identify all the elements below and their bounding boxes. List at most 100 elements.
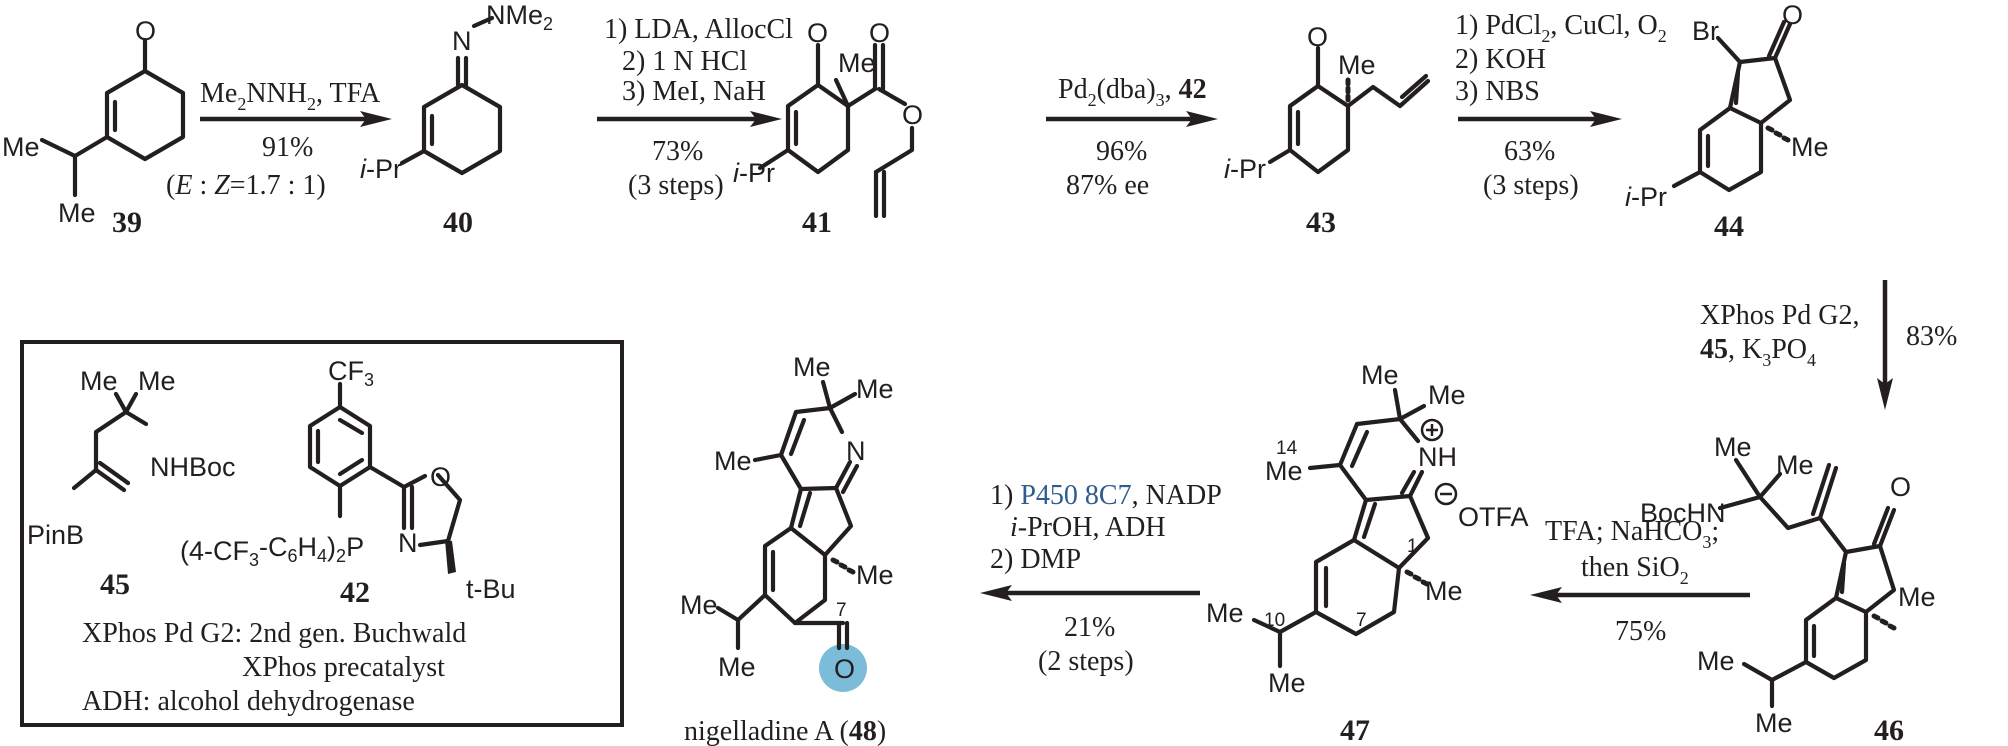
- methyl-group: Me: [838, 48, 876, 78]
- compound-41: O Me O O i-Pr 41: [733, 18, 923, 239]
- methyl-group: Me: [1361, 360, 1399, 390]
- compound-47: Me Me NH 14 Me OTFA 1 Me 7 10 Me Me 47: [1206, 360, 1529, 746]
- step7-steps: (2 steps): [1038, 646, 1134, 677]
- methyl-group: Me: [714, 446, 752, 476]
- methyl-group: Me: [1425, 576, 1463, 606]
- step5-line-2: 45, K3PO4: [1700, 334, 1816, 370]
- boc-amino-group: NHBoc: [150, 452, 236, 482]
- tert-butyl-group: t-Bu: [466, 574, 516, 604]
- nitrogen-atom: N: [398, 528, 418, 558]
- position-7-label: 7: [836, 600, 847, 621]
- oxygen-atom: O: [1890, 472, 1911, 502]
- position-7-label: 7: [1356, 610, 1367, 631]
- step2-line-2: 2) 1 N HCl: [622, 46, 747, 77]
- oxygen-atom: O: [869, 18, 890, 48]
- methyl-group: Me: [58, 198, 96, 228]
- legend-adh: ADH: alcohol dehydrogenase: [82, 686, 415, 717]
- step6-yield: 75%: [1615, 616, 1666, 647]
- oxygen-atom: O: [1782, 0, 1803, 30]
- step2-line-3: 3) MeI, NaH: [622, 76, 766, 107]
- compound-39: O Me Me 39: [2, 16, 186, 239]
- isopropyl-group: i-Pr: [1625, 182, 1667, 212]
- methyl-group: Me: [1898, 582, 1936, 612]
- methyl-group: Me: [718, 652, 756, 682]
- compound-48-nigelladine-a: Me Me N Me Me 7 Me Me O nigelladine A (4…: [680, 352, 894, 746]
- compound-label-46: 46: [1874, 714, 1904, 746]
- reaction-step-7: 1) P450 8C7, NADP i-PrOH, ADH 2) DMP 21%…: [980, 480, 1222, 677]
- reaction-step-6: TFA; NaHCO3; then SiO2 75%: [1530, 516, 1750, 647]
- compound-43: O Me i-Pr 43: [1224, 22, 1431, 239]
- step2-steps: (3 steps): [628, 170, 724, 201]
- compound-label-39: 39: [112, 206, 142, 239]
- compound-46: Me Me BocHN O Me Me Me 46: [1640, 432, 1936, 746]
- step7-line-1: 1) P450 8C7, NADP: [990, 480, 1222, 511]
- isopropyl-group: i-Pr: [360, 154, 402, 184]
- pinacol-boronate: PinB: [27, 520, 84, 550]
- step2-line-1: 1) LDA, AllocCl: [604, 14, 793, 45]
- nitrogen-atom: N: [846, 436, 866, 466]
- reaction-step-1: Me2NNH2, TFA 91% (E : Z=1.7 : 1): [166, 78, 392, 201]
- position-10-label: 10: [1264, 610, 1285, 631]
- compound-label-45: 45: [100, 568, 130, 601]
- legend-xphos-line-1: XPhos Pd G2: 2nd gen. Buchwald: [82, 618, 466, 649]
- step3-yield: 96%: [1096, 136, 1147, 167]
- methyl-group: Me: [680, 590, 718, 620]
- oxygen-atom: O: [902, 100, 923, 130]
- compound-label-42: 42: [340, 576, 370, 609]
- methyl-group: Me: [1265, 456, 1303, 486]
- step4-line-1: 1) PdCl2, CuCl, O2: [1455, 10, 1667, 46]
- compound-label-40: 40: [443, 206, 473, 239]
- reaction-step-3: Pd2(dba)3, 42 96% 87% ee: [1046, 74, 1218, 201]
- step7-line-2: i-PrOH, ADH: [1010, 512, 1166, 543]
- diarylphosphino-group: (4-CF3-C6H4)2P: [180, 532, 364, 570]
- oxygen-atom: O: [430, 462, 451, 492]
- step4-line-3: 3) NBS: [1455, 76, 1540, 107]
- step4-steps: (3 steps): [1483, 170, 1579, 201]
- step3-ee: 87% ee: [1066, 170, 1149, 201]
- methyl-group: Me: [856, 374, 894, 404]
- methyl-group: Me: [1428, 380, 1466, 410]
- compound-name-nigelladine-a: nigelladine A (48): [684, 716, 886, 746]
- step1-yield: 91%: [262, 132, 313, 163]
- compound-44: Br O Me i-Pr 44: [1625, 0, 1829, 243]
- compound-42: CF3 O N t-Bu (4-CF3-C6H4)2P 42: [180, 356, 516, 609]
- compound-40: N NMe2 i-Pr 40: [360, 0, 553, 239]
- legend-box: Me Me NHBoc PinB 45 CF3 O N t-Bu (4-CF3-…: [20, 340, 624, 727]
- methyl-group: Me: [856, 560, 894, 590]
- isopropyl-group: i-Pr: [733, 158, 775, 188]
- oxygen-atom: O: [1307, 22, 1328, 52]
- methyl-group: Me: [1714, 432, 1752, 462]
- methyl-group: Me: [1791, 132, 1829, 162]
- methyl-group: Me: [1755, 708, 1793, 738]
- methyl-group: Me: [1776, 450, 1814, 480]
- methyl-group: Me: [80, 366, 118, 396]
- compound-label-41: 41: [802, 206, 832, 239]
- oxygen-atom: O: [135, 16, 156, 46]
- reaction-step-2: 1) LDA, AllocCl 2) 1 N HCl 3) MeI, NaH 7…: [597, 14, 793, 201]
- enzyme-name: P450 8C7: [1020, 480, 1131, 511]
- methyl-group: Me: [793, 352, 831, 382]
- step2-yield: 73%: [652, 136, 703, 167]
- compound-label-44: 44: [1714, 210, 1744, 243]
- boc-amino-group: BocHN: [1640, 498, 1726, 528]
- compound-label-47: 47: [1340, 714, 1370, 746]
- methyl-group: Me: [2, 132, 40, 162]
- step6-line-2: then SiO2: [1581, 552, 1689, 588]
- legend-xphos-line-2: XPhos precatalyst: [242, 652, 445, 683]
- methyl-group: Me: [1697, 646, 1735, 676]
- compound-label-43: 43: [1306, 206, 1336, 239]
- step7-yield: 21%: [1064, 612, 1115, 643]
- methyl-group: Me: [1206, 598, 1244, 628]
- reaction-step-4: 1) PdCl2, CuCl, O2 2) KOH 3) NBS 63% (3 …: [1455, 10, 1667, 201]
- step4-yield: 63%: [1504, 136, 1555, 167]
- position-1-label: 1: [1407, 536, 1418, 557]
- iminium-nh: NH: [1418, 442, 1457, 472]
- ketone-oxygen: O: [834, 654, 855, 684]
- step5-yield: 83%: [1906, 321, 1957, 352]
- step1-ez-ratio: (E : Z=1.7 : 1): [166, 170, 326, 201]
- position-14-label: 14: [1276, 438, 1298, 459]
- dimethylamino-group: NMe2: [486, 0, 553, 34]
- compound-45: Me Me NHBoc PinB 45: [27, 366, 236, 601]
- nitrogen-atom: N: [452, 26, 472, 56]
